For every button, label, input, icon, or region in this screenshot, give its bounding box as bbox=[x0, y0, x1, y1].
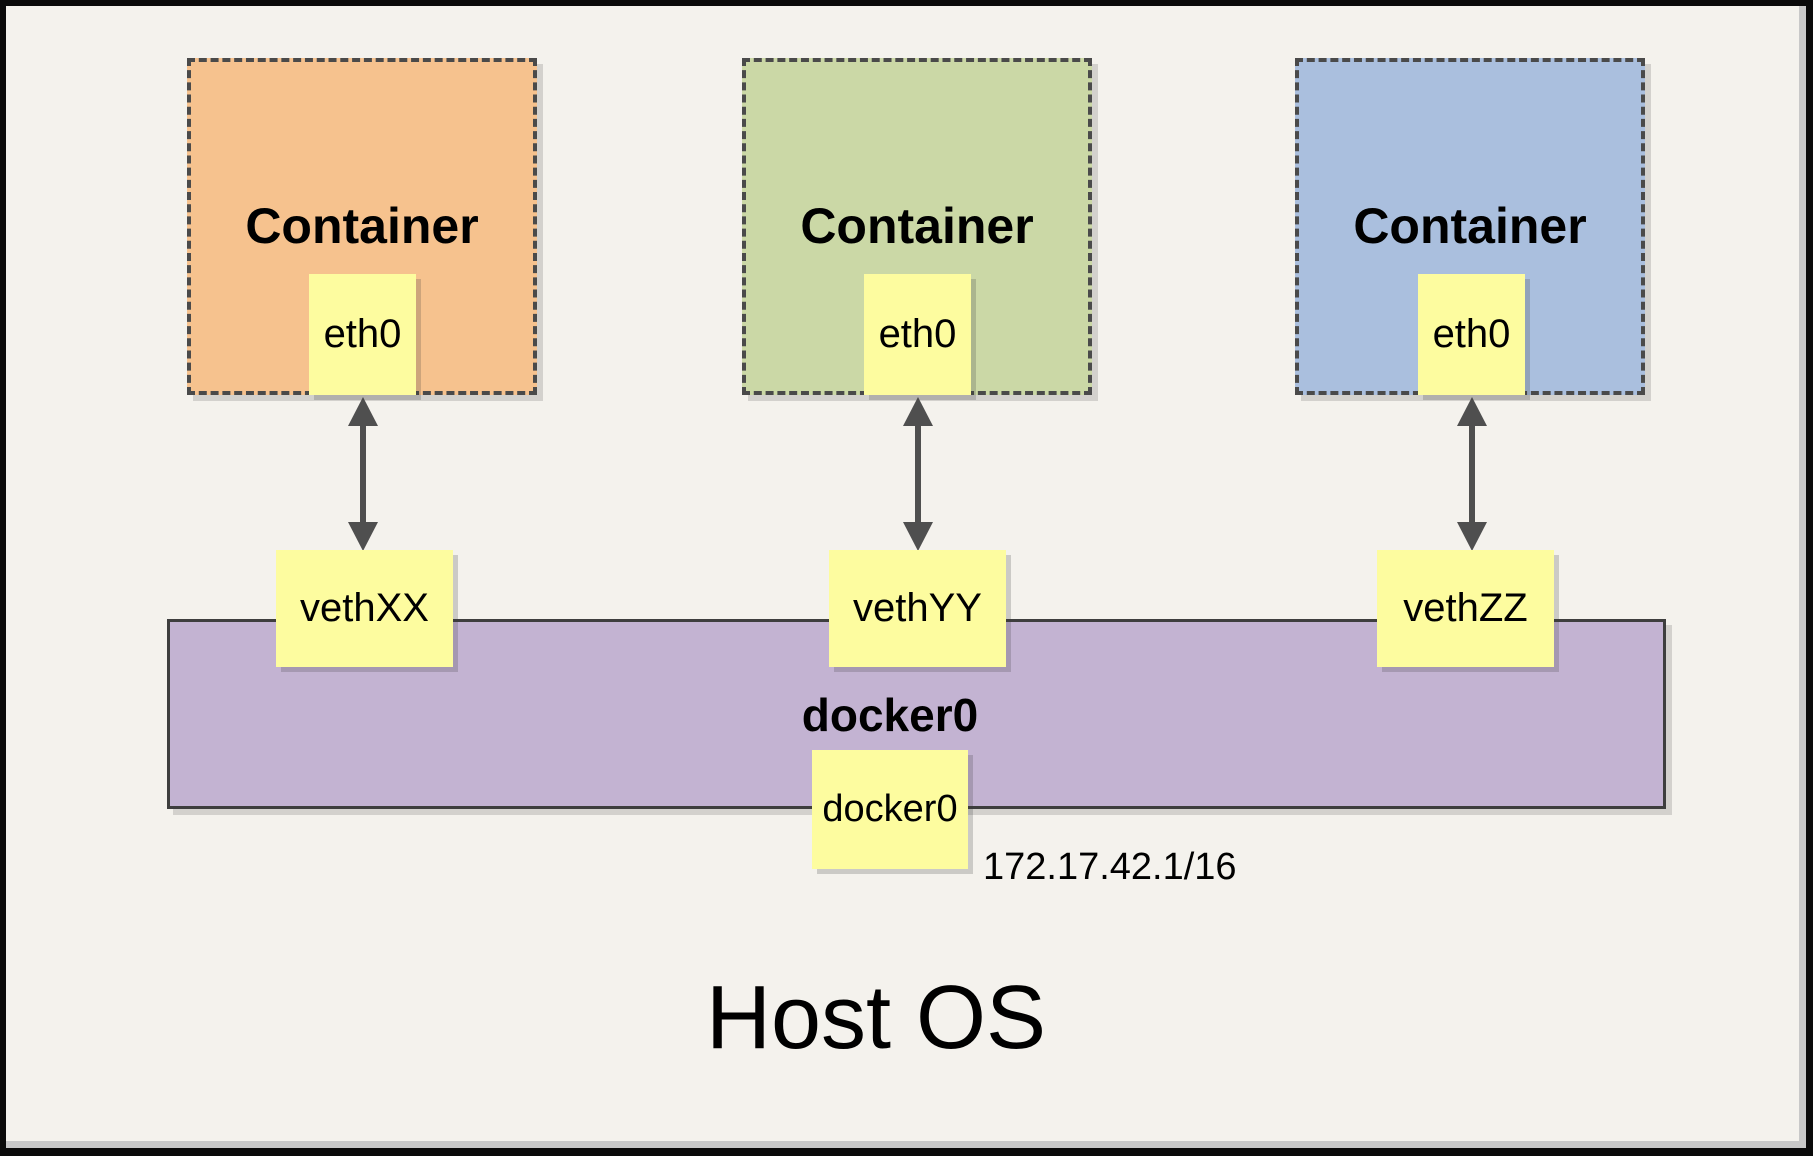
eth0-note-3: eth0 bbox=[1418, 274, 1525, 395]
eth0-note-1: eth0 bbox=[309, 274, 416, 395]
container-title: Container bbox=[800, 198, 1034, 254]
container-title: Container bbox=[1353, 198, 1587, 254]
container-title: Container bbox=[245, 198, 479, 254]
vethxx-note: vethXX bbox=[276, 550, 453, 667]
bridge-title: docker0 bbox=[801, 689, 979, 741]
host-os-label: Host OS bbox=[705, 968, 1047, 1068]
bridge-ip-label: 172.17.42.1/16 bbox=[983, 846, 1237, 888]
eth0-note-2: eth0 bbox=[864, 274, 971, 395]
double-arrow-icon bbox=[1457, 397, 1487, 551]
docker0-interface-note: docker0 bbox=[812, 750, 968, 869]
vethyy-note: vethYY bbox=[829, 550, 1006, 667]
double-arrow-icon bbox=[903, 397, 933, 551]
double-arrow-icon bbox=[348, 397, 378, 551]
vethzz-note: vethZZ bbox=[1377, 550, 1554, 667]
host-os-canvas: Container Container Container eth0 eth0 … bbox=[6, 6, 1806, 1148]
